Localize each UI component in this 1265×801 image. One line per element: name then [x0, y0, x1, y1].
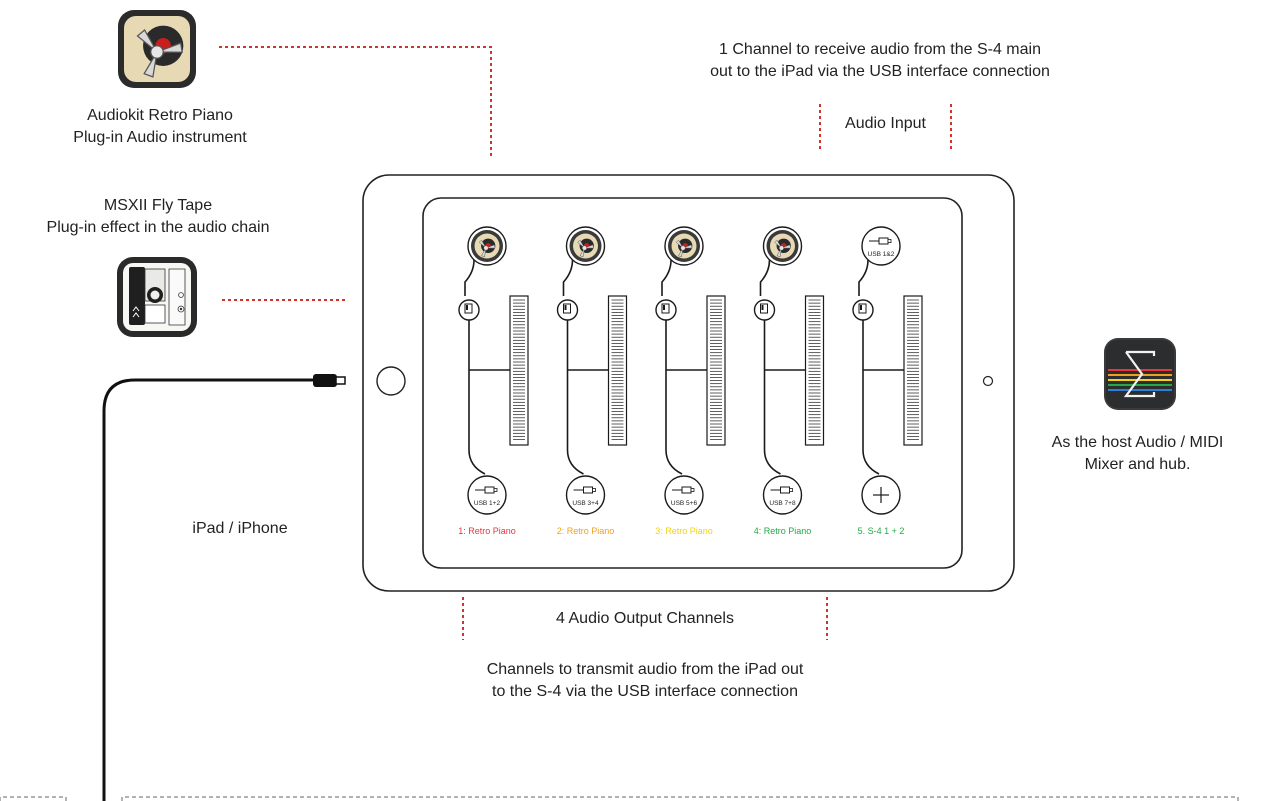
retro-piano-label: Audiokit Retro Piano Plug-in Audio instr… — [40, 105, 280, 149]
output-usb-label: USB 5+6 — [671, 500, 698, 507]
cassette-icon — [117, 257, 197, 337]
channel-level-meter[interactable] — [607, 295, 628, 446]
ipad-screen — [422, 197, 963, 569]
channel-output-usb[interactable]: USB 1+2 — [467, 475, 507, 515]
mixer-channel: USB 1&2 5. S-4 1 + 2 — [852, 226, 923, 536]
output-title: 4 Audio Output Channels — [556, 610, 734, 627]
host-line-1: As the host Audio / MIDI — [1051, 434, 1224, 451]
output-description: Channels to transmit audio from the iPad… — [380, 659, 910, 703]
output-usb-label: USB 1+2 — [474, 500, 501, 507]
retro-connector — [219, 46, 492, 158]
add-channel-button[interactable] — [861, 475, 901, 515]
home-button-icon — [376, 366, 406, 396]
channel-knob[interactable] — [655, 299, 677, 321]
channel-output-usb[interactable]: USB 7+8 — [762, 475, 803, 515]
input-usb-label: USB 1&2 — [868, 251, 895, 258]
input-desc-line-2: out to the iPad via the USB interface co… — [710, 63, 1050, 80]
channel-instrument-icon[interactable] — [664, 226, 704, 266]
fly-tape-title: MSXII Fly Tape — [103, 197, 213, 214]
mixer-channel: USB 7+8 4: Retro Piano — [753, 226, 825, 536]
output-desc-line-2: to the S-4 via the USB interface connect… — [492, 683, 798, 700]
host-line-2: Mixer and hub. — [1084, 456, 1191, 473]
usb-plug-icon — [313, 374, 337, 387]
channel-output-usb[interactable]: USB 5+6 — [664, 475, 704, 515]
channel-knob[interactable] — [458, 299, 480, 321]
sigma-mixer-icon — [1104, 338, 1176, 410]
fly-tape-label: MSXII Fly Tape Plug-in effect in the aud… — [0, 195, 316, 239]
retro-piano-subtitle: Plug-in Audio instrument — [73, 129, 247, 146]
channel-level-meter[interactable] — [509, 295, 529, 446]
mixer-channel: USB 5+6 3: Retro Piano — [655, 226, 726, 536]
channel-instrument-icon[interactable] — [762, 226, 803, 266]
usb-cable — [102, 374, 346, 801]
channel-level-meter[interactable] — [903, 295, 923, 446]
channel-instrument-icon[interactable] — [467, 226, 507, 266]
camera-icon — [982, 375, 994, 387]
input-description: 1 Channel to receive audio from the S-4 … — [620, 39, 1140, 83]
input-desc-line-1: 1 Channel to receive audio from the S-4 … — [719, 41, 1041, 58]
channel-knob[interactable] — [556, 299, 579, 321]
channel-name: 2: Retro Piano — [557, 526, 615, 536]
channel-instrument-icon[interactable] — [565, 226, 606, 266]
fly-tape-subtitle: Plug-in effect in the audio chain — [46, 219, 270, 236]
channel-output-usb[interactable]: USB 3+4 — [565, 475, 606, 515]
channel-knob[interactable] — [753, 299, 776, 321]
channel-level-meter[interactable] — [706, 295, 726, 446]
mixer-channels: USB 1+2 1: Retro Piano USB 3+4 2: Retro Pia… — [458, 226, 923, 536]
ipad-device — [362, 174, 1015, 592]
output-usb-label: USB 3+4 — [572, 500, 599, 507]
mixer-channel: USB 3+4 2: Retro Piano — [556, 226, 628, 536]
bottom-dashed-edges — [0, 796, 1239, 801]
channel-name: 3: Retro Piano — [655, 526, 713, 536]
output-desc-line-1: Channels to transmit audio from the iPad… — [486, 661, 804, 678]
retro-piano-title: Audiokit Retro Piano — [87, 107, 233, 124]
channel-input-icon[interactable]: USB 1&2 — [861, 226, 901, 266]
channel-level-meter[interactable] — [804, 295, 825, 446]
channel-knob[interactable] — [852, 299, 874, 321]
channel-name: 5. S-4 1 + 2 — [858, 526, 905, 536]
audio-input-label: Audio Input — [845, 115, 926, 132]
channel-name: 4: Retro Piano — [754, 526, 812, 536]
channel-name: 1: Retro Piano — [458, 526, 516, 536]
mixer-channel: USB 1+2 1: Retro Piano — [458, 226, 529, 536]
device-label: iPad / iPhone — [192, 520, 288, 537]
output-usb-label: USB 7+8 — [769, 500, 796, 507]
host-label: As the host Audio / MIDI Mixer and hub. — [1010, 432, 1265, 476]
retro-piano-icon — [118, 10, 196, 88]
connector-lines — [219, 46, 952, 640]
